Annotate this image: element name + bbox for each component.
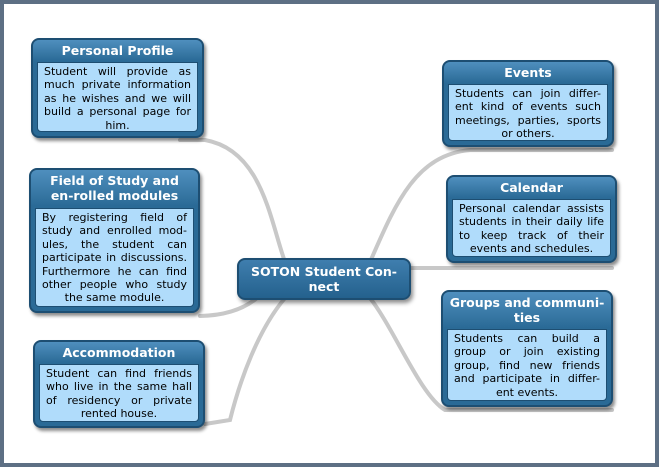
node-calendar: Calendar Personal calendar assists stude… <box>446 175 617 263</box>
node-text: Students can build a group or join exist… <box>447 329 607 401</box>
node-field-of-study: Field of Study and en-rolled modules By … <box>29 168 200 313</box>
node-title: Events <box>444 62 612 83</box>
node-title: Accommodation <box>35 342 203 363</box>
node-title: Calendar <box>448 177 615 198</box>
node-title: Groups and communi-ties <box>443 292 611 328</box>
node-groups: Groups and communi-ties Students can bui… <box>441 290 613 407</box>
connector-personal-profile <box>178 138 287 264</box>
node-personal-profile: Personal Profile Student will provide as… <box>31 38 204 138</box>
node-title: Personal Profile <box>33 40 202 61</box>
node-text: Student will provide as much private inf… <box>37 62 198 132</box>
node-title: Field of Study and en-rolled modules <box>31 170 198 206</box>
node-text: By registering field of study and enroll… <box>35 208 194 307</box>
node-text: Personal calendar assists students in th… <box>452 199 611 257</box>
connector-events <box>368 148 614 264</box>
connector-groups <box>368 296 614 412</box>
connector-accommodation <box>203 296 287 426</box>
node-events: Events Students can join differ-ent kind… <box>442 60 614 147</box>
node-text: Students can join differ-ent kind of eve… <box>448 84 608 141</box>
center-node-title: SOTON Student Con-nect <box>251 264 397 294</box>
node-text: Student can find friends who live in the… <box>39 364 199 422</box>
center-node: SOTON Student Con-nect <box>237 258 411 300</box>
node-accommodation: Accommodation Student can find friends w… <box>33 340 205 428</box>
